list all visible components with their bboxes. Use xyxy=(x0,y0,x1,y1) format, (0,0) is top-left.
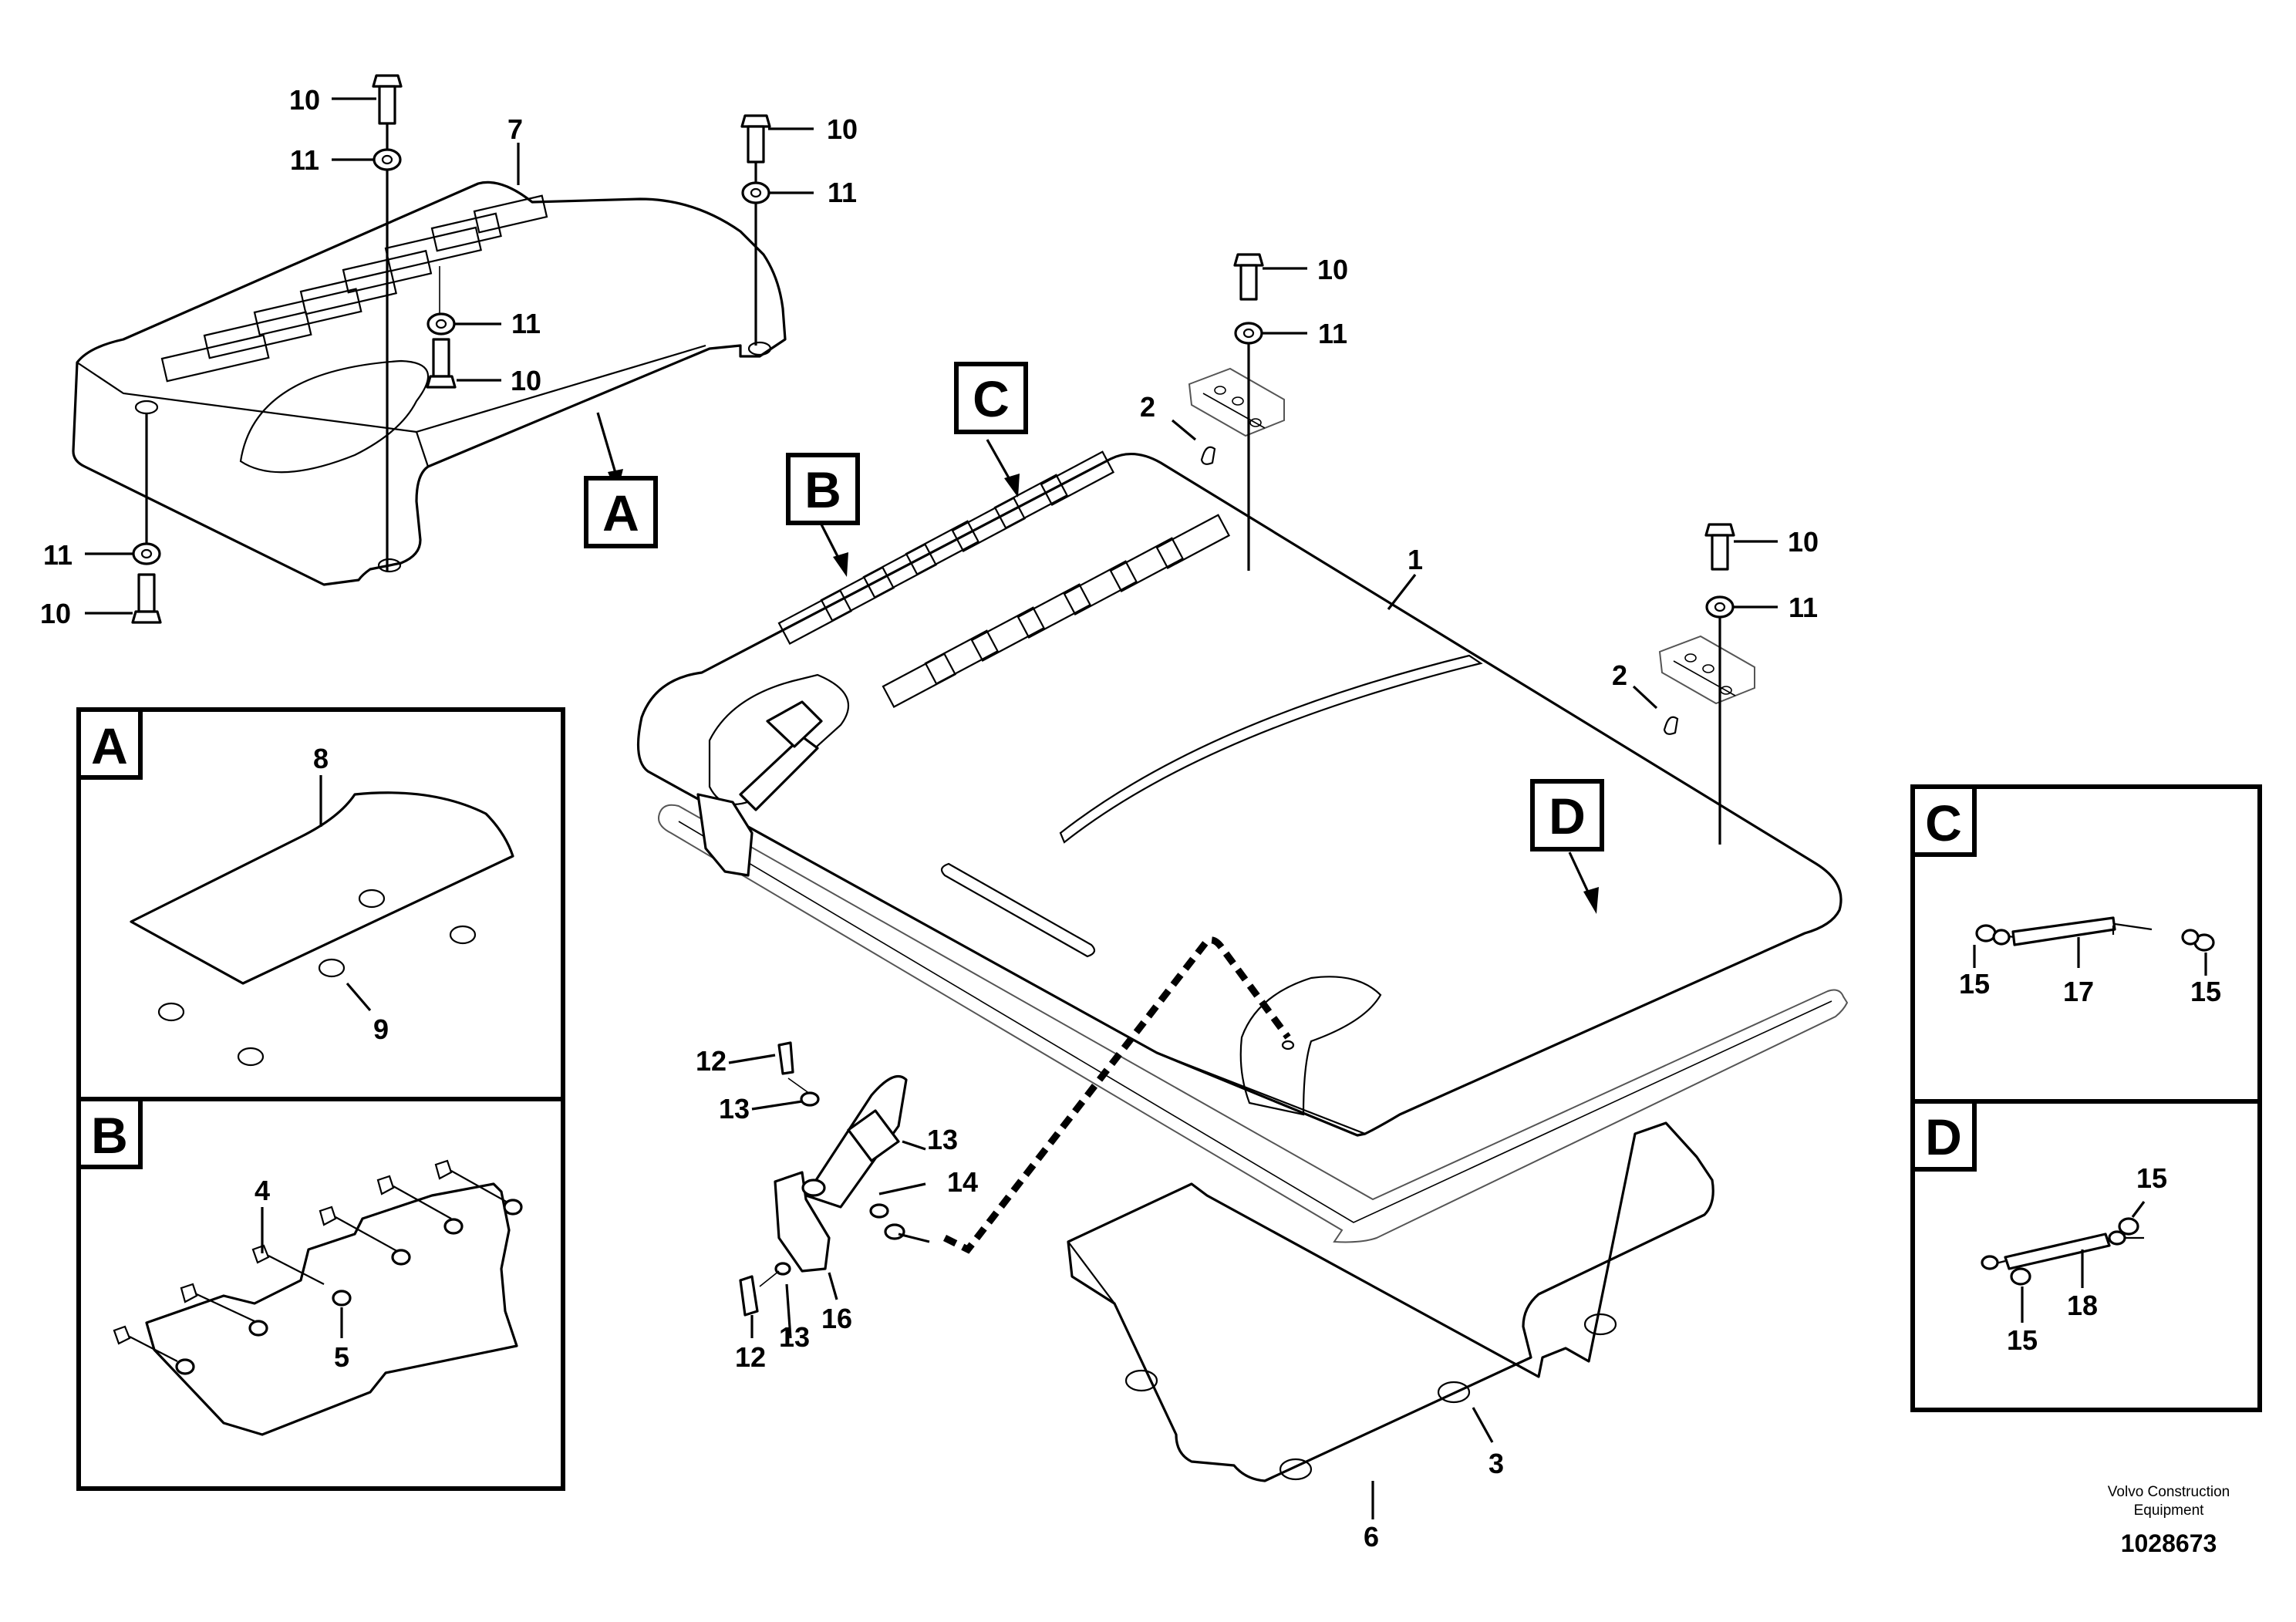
plate-screws-3 xyxy=(1124,1313,1617,1481)
cover-7-fasteners xyxy=(85,74,814,624)
callout-15: 15 xyxy=(2007,1324,2038,1356)
callout-4: 4 xyxy=(255,1175,270,1206)
callout-13: 13 xyxy=(779,1321,810,1353)
hood-stay-cable xyxy=(942,936,1291,1254)
callout-11: 11 xyxy=(43,539,72,571)
callout-8: 8 xyxy=(313,743,329,774)
callout-15: 15 xyxy=(2190,976,2221,1007)
callout-14: 14 xyxy=(947,1166,978,1198)
engine-hood-part-1 xyxy=(636,450,1849,1243)
callout-7: 7 xyxy=(507,113,523,145)
view-marker-a-label: A xyxy=(602,484,639,541)
panel-c-letter: C xyxy=(1925,794,1962,851)
drawing-number: 1028673 xyxy=(2121,1529,2217,1557)
callout-2: 2 xyxy=(1140,391,1155,423)
panel-b-letter: B xyxy=(91,1107,128,1164)
callout-1: 1 xyxy=(1408,544,1423,575)
manufacturer-line-2: Equipment xyxy=(2134,1502,2205,1519)
callout-18: 18 xyxy=(2067,1290,2098,1321)
view-marker-d: D xyxy=(1530,779,1604,851)
callout-13: 13 xyxy=(719,1093,750,1125)
callout-10: 10 xyxy=(289,84,320,116)
callout-6: 6 xyxy=(1364,1521,1379,1553)
drawing-footer: Volvo Construction Equipment 1028673 xyxy=(2108,1484,2230,1557)
view-marker-a: A xyxy=(584,476,658,548)
inset-a-screws-9 xyxy=(157,889,477,1067)
panel-d-letter: D xyxy=(1925,1108,1962,1165)
hood-vent-slots xyxy=(777,450,1231,708)
callout-12: 12 xyxy=(696,1045,727,1077)
detail-view-a xyxy=(76,707,565,1101)
callout-17: 17 xyxy=(2063,976,2094,1007)
callout-9: 9 xyxy=(373,1013,389,1045)
manufacturer-line-1: Volvo Construction xyxy=(2108,1484,2230,1500)
callout-5: 5 xyxy=(334,1341,349,1373)
detail-view-b xyxy=(76,1097,565,1491)
callout-11: 11 xyxy=(828,177,857,208)
inset-b-bolts xyxy=(113,1159,523,1375)
view-marker-c-label: C xyxy=(973,370,1010,427)
callout-labels: 10 11 7 10 11 11 10 11 10 10 11 2 1 10 1… xyxy=(40,84,2221,1553)
callout-10: 10 xyxy=(1317,254,1348,285)
callout-11: 11 xyxy=(1318,318,1347,349)
view-marker-c: C xyxy=(954,362,1028,434)
callout-2: 2 xyxy=(1612,659,1627,691)
view-marker-b: B xyxy=(786,453,860,525)
hood-hinge-bolts xyxy=(1233,253,1778,845)
callout-3: 3 xyxy=(1489,1448,1504,1479)
callout-10: 10 xyxy=(40,598,71,629)
callout-13: 13 xyxy=(927,1124,958,1155)
callout-15: 15 xyxy=(1959,968,1990,1000)
bottom-plate-part-6 xyxy=(1067,1121,1714,1519)
callout-15: 15 xyxy=(2136,1162,2167,1194)
hood-latch-assembly xyxy=(728,1041,930,1339)
callout-10: 10 xyxy=(511,365,541,396)
callout-16: 16 xyxy=(821,1303,852,1334)
callout-10: 10 xyxy=(1788,526,1819,558)
detail-view-d xyxy=(1910,1099,2262,1412)
view-marker-b-label: B xyxy=(804,461,841,518)
detail-view-c xyxy=(1910,784,2262,1104)
callout-12: 12 xyxy=(735,1341,766,1373)
callout-11: 11 xyxy=(290,144,319,176)
callout-11: 11 xyxy=(1789,592,1818,623)
cover-7-vent-slots xyxy=(160,194,548,383)
panel-a-letter: A xyxy=(91,717,128,774)
callout-11: 11 xyxy=(511,308,541,339)
hood-hinges xyxy=(1171,367,1755,735)
view-marker-d-label: D xyxy=(1549,787,1586,845)
callout-10: 10 xyxy=(827,113,858,145)
